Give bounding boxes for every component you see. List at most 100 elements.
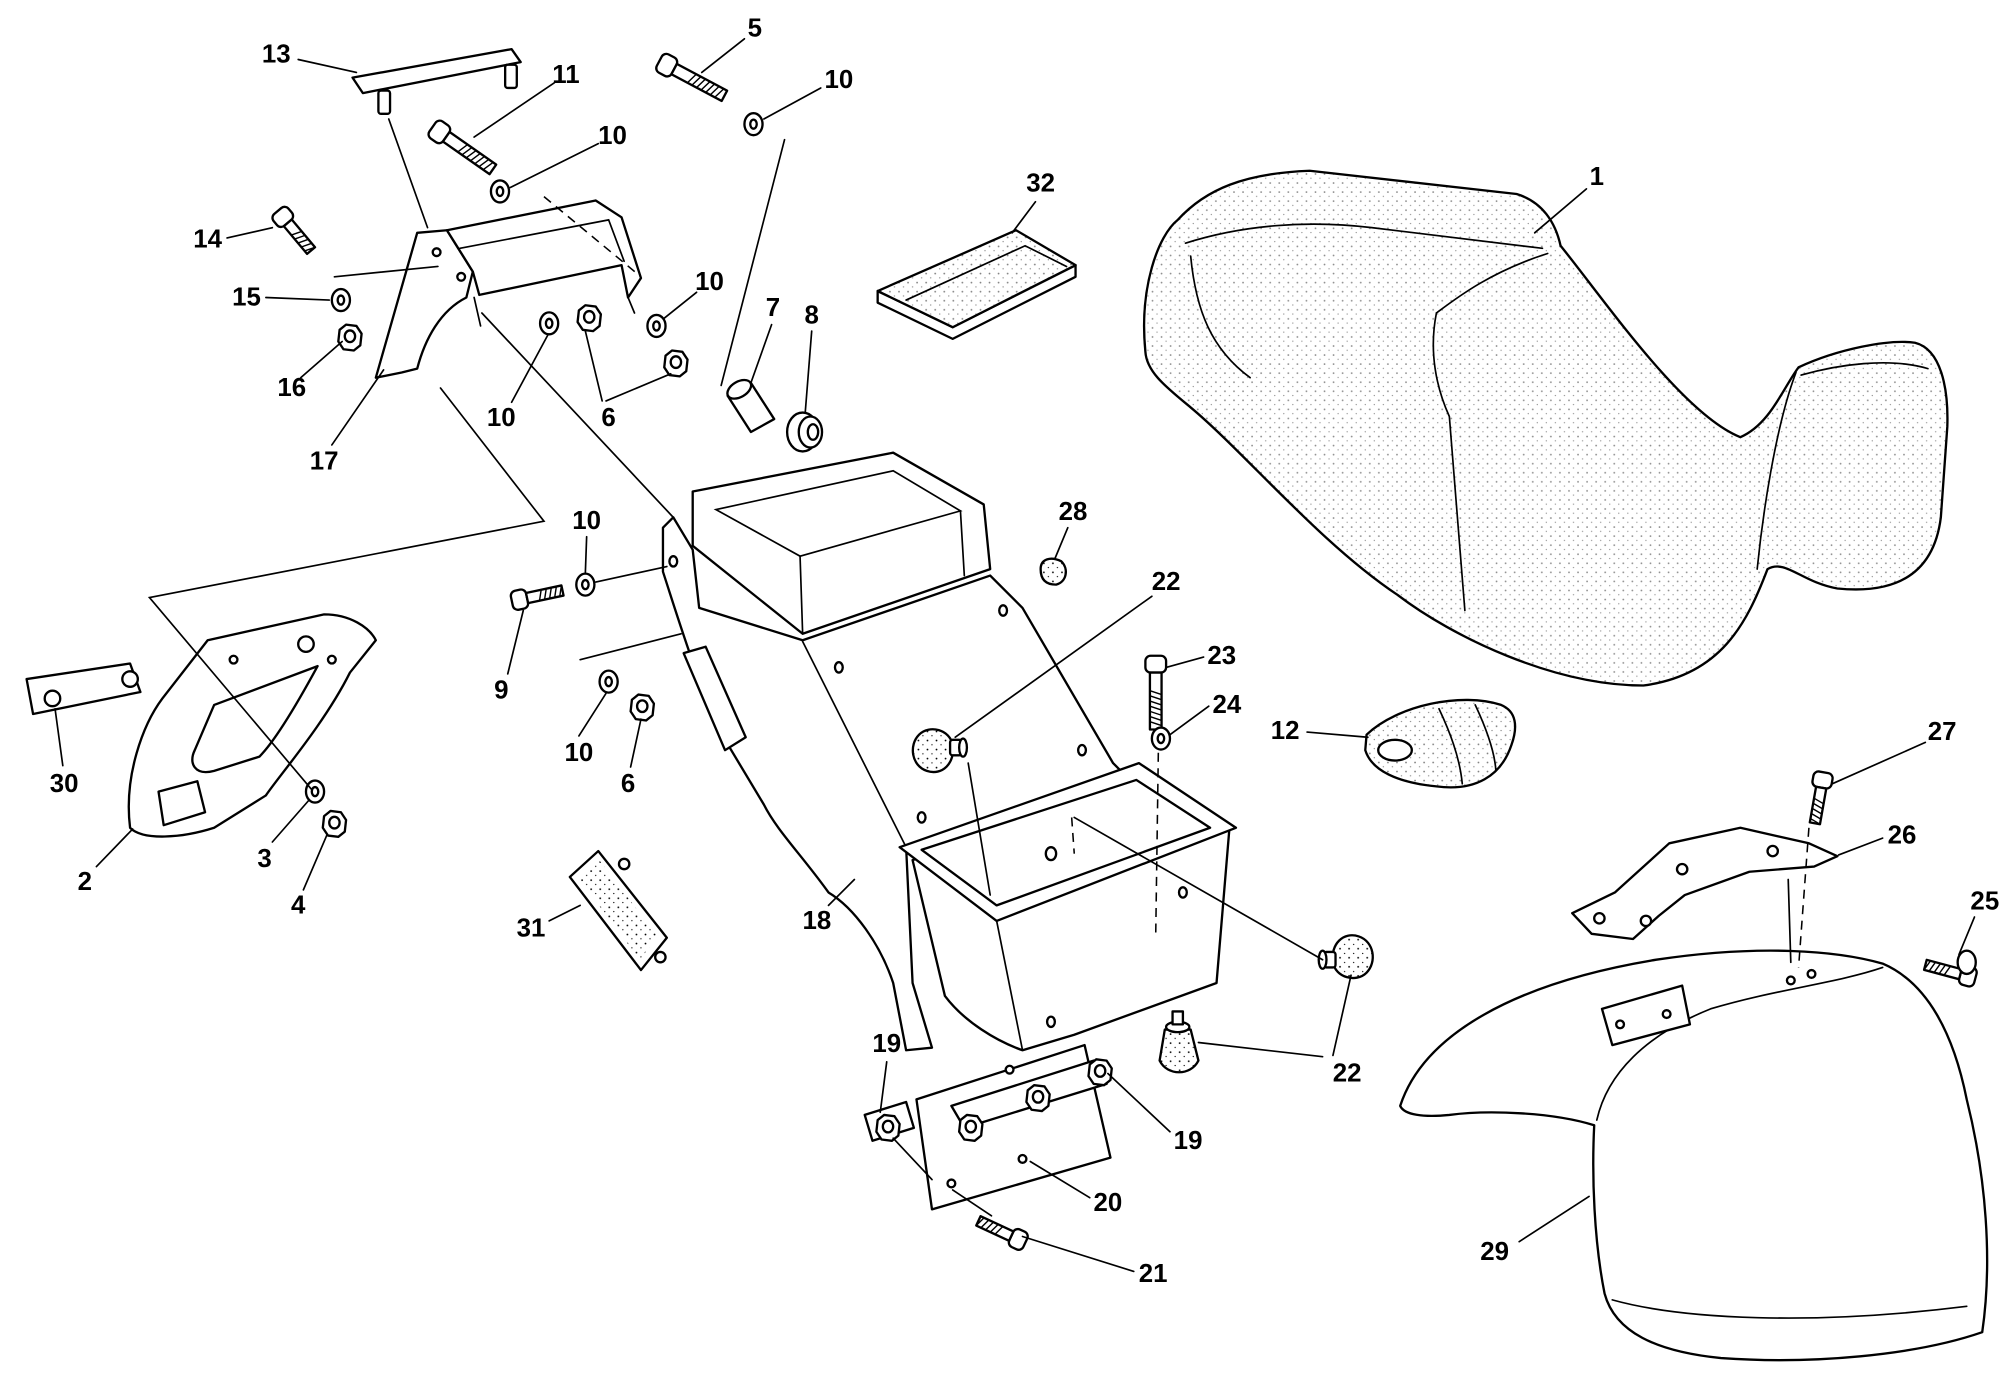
pad-edge-line bbox=[905, 244, 1068, 301]
leader-line bbox=[700, 37, 746, 74]
fender-hole bbox=[1615, 1019, 1626, 1030]
assembly-lines bbox=[147, 118, 1810, 1217]
side-cover-notch bbox=[157, 780, 207, 827]
callout-32: 32 bbox=[1026, 170, 1055, 198]
tray-inner-rim bbox=[920, 778, 1212, 907]
assembly-line bbox=[594, 565, 668, 583]
callout-28: 28 bbox=[1059, 498, 1088, 526]
nut-6 bbox=[663, 349, 689, 378]
tray-hole bbox=[1045, 1015, 1057, 1029]
leader-line bbox=[95, 828, 134, 868]
callout-26: 26 bbox=[1888, 822, 1917, 850]
tail-hole bbox=[998, 604, 1009, 617]
side-cover-hole bbox=[326, 654, 337, 665]
leader-line bbox=[509, 142, 600, 189]
callout-12: 12 bbox=[1271, 717, 1300, 745]
part-grab-handle bbox=[351, 47, 522, 115]
part-front-fender bbox=[1399, 949, 1989, 1362]
callout-24: 24 bbox=[1212, 691, 1241, 719]
nut-16 bbox=[337, 323, 363, 352]
small-plate-body bbox=[25, 662, 142, 716]
callout-10: 10 bbox=[824, 66, 853, 94]
washer-10 bbox=[646, 313, 667, 339]
assembly-line bbox=[333, 265, 439, 278]
strap-texture bbox=[1365, 699, 1516, 788]
callout-25: 25 bbox=[1970, 888, 1999, 916]
leader-line bbox=[663, 291, 698, 320]
washer-24 bbox=[1150, 726, 1172, 751]
leader-line bbox=[1165, 656, 1205, 669]
callout-4: 4 bbox=[291, 891, 306, 919]
leader-line bbox=[226, 226, 274, 239]
nut-19 bbox=[1025, 1084, 1051, 1113]
part-strap bbox=[1364, 698, 1517, 789]
callout-27: 27 bbox=[1928, 718, 1957, 746]
leader-line bbox=[879, 1061, 888, 1114]
fender-hole bbox=[1806, 968, 1817, 979]
leader-line bbox=[1831, 741, 1927, 785]
part-reflector bbox=[568, 849, 668, 972]
tail-ridge bbox=[801, 640, 907, 849]
assembly-line bbox=[481, 312, 675, 519]
washer-10 bbox=[575, 572, 596, 597]
tail-wing bbox=[682, 645, 747, 752]
reflector-pin bbox=[617, 857, 631, 871]
callout-9: 9 bbox=[494, 677, 508, 705]
foot-stem bbox=[1171, 1010, 1185, 1026]
leader-line bbox=[473, 81, 556, 138]
leader-line bbox=[1029, 1160, 1091, 1199]
callout-10: 10 bbox=[598, 122, 627, 150]
part-tail-body bbox=[661, 451, 1128, 1052]
assembly-line bbox=[720, 138, 786, 387]
leader-line bbox=[1837, 837, 1884, 856]
callout-3: 3 bbox=[257, 845, 271, 873]
seat-rear-edge bbox=[1756, 371, 1797, 570]
washer-10 bbox=[743, 112, 764, 137]
plate-hole bbox=[1017, 1153, 1028, 1164]
fender-hole bbox=[1661, 1008, 1672, 1020]
washer-15 bbox=[330, 287, 352, 313]
leader-line bbox=[584, 330, 672, 402]
seat-side-seam bbox=[1189, 255, 1252, 379]
leader-line bbox=[750, 323, 773, 384]
callout-16: 16 bbox=[277, 374, 306, 402]
fender-outline bbox=[1399, 949, 1989, 1362]
callout-10: 10 bbox=[572, 507, 601, 535]
washer-10 bbox=[598, 669, 619, 694]
plate-hole bbox=[1004, 1064, 1015, 1075]
bolt-9 bbox=[508, 579, 566, 612]
callout-20: 20 bbox=[1094, 1189, 1123, 1217]
callout-1: 1 bbox=[1590, 163, 1604, 191]
assembly-line bbox=[1073, 816, 1324, 961]
grab-handle-pin bbox=[377, 89, 392, 115]
part-tray bbox=[898, 761, 1238, 1052]
callout-29: 29 bbox=[1480, 1238, 1509, 1266]
callout-31: 31 bbox=[517, 915, 546, 943]
reflector-texture bbox=[577, 858, 658, 960]
callout-30: 30 bbox=[50, 770, 79, 798]
strap-loop bbox=[1377, 738, 1414, 762]
washer-10 bbox=[538, 311, 560, 336]
tail-hump-front bbox=[799, 510, 966, 635]
callout-17: 17 bbox=[310, 448, 339, 476]
assembly-line bbox=[1787, 878, 1792, 964]
seat-front-edge bbox=[1184, 223, 1544, 250]
callout-2: 2 bbox=[78, 868, 92, 896]
fender-ridge bbox=[1595, 966, 1884, 1121]
leader-line bbox=[1533, 187, 1588, 234]
part-grommet-8 bbox=[785, 411, 824, 453]
leader-line bbox=[548, 904, 582, 922]
callout-10: 10 bbox=[695, 268, 724, 296]
tail-hole bbox=[1076, 743, 1088, 757]
bracket-hole bbox=[1675, 862, 1689, 876]
fender-mount-plate bbox=[1600, 984, 1692, 1047]
assembly-line bbox=[579, 632, 682, 661]
grab-handle-bar bbox=[351, 47, 522, 95]
leader-line bbox=[827, 878, 856, 907]
nut-19 bbox=[1087, 1058, 1113, 1087]
seat-vertical-seam bbox=[1432, 312, 1466, 612]
leader-line bbox=[578, 692, 607, 737]
leader-line bbox=[271, 799, 310, 843]
bracket-body bbox=[1571, 826, 1839, 941]
